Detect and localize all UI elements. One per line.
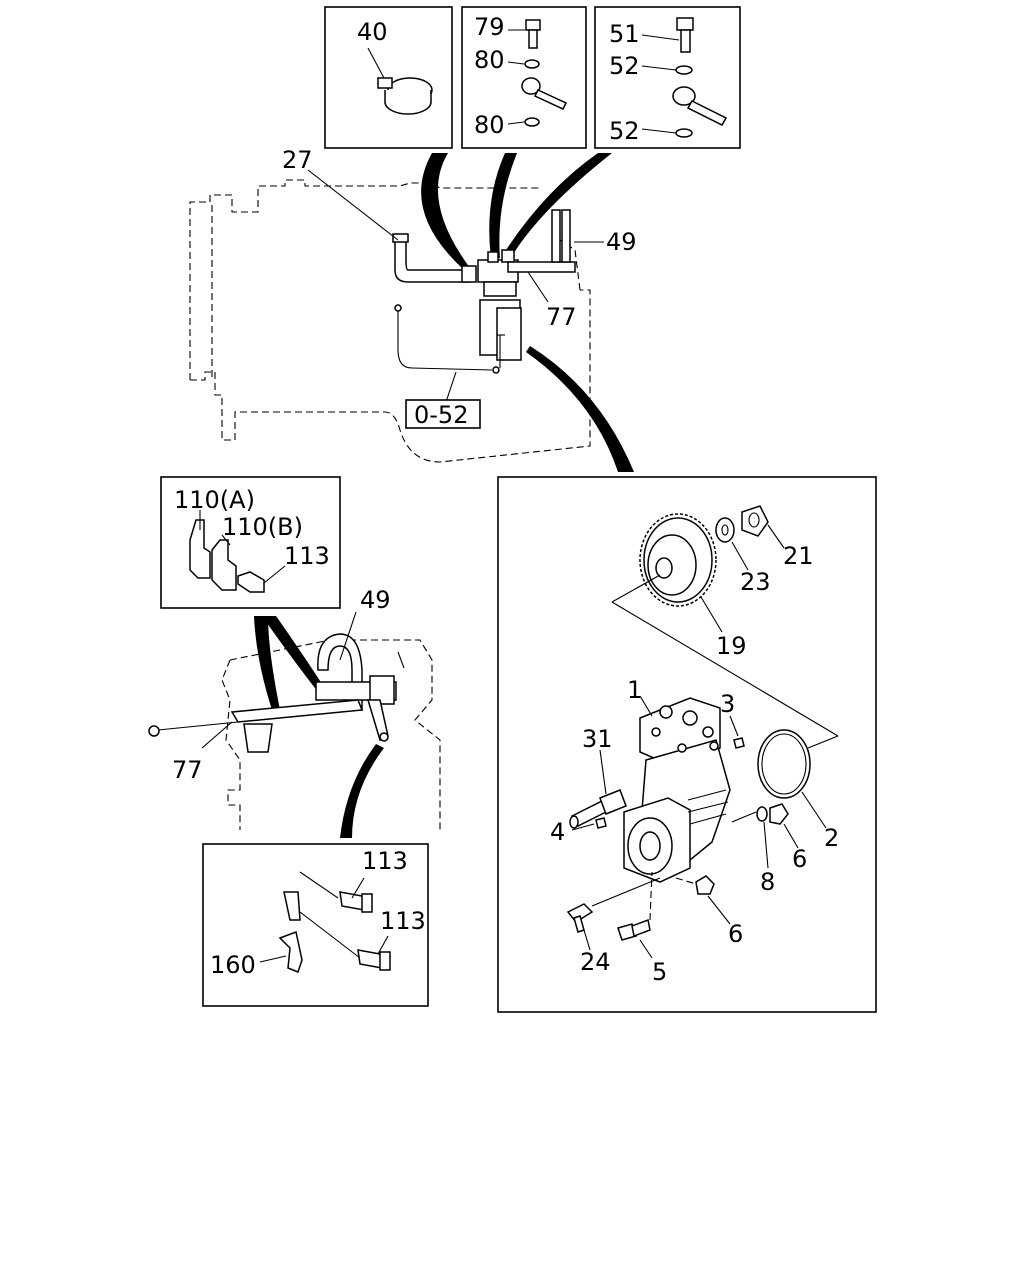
leader-wedge-160 (340, 744, 384, 838)
callout-5: 5 (652, 958, 667, 986)
callout-80-lower: 80 (474, 111, 505, 139)
leader-wedge-79 (489, 153, 517, 258)
engine-top-view (189, 179, 591, 463)
callout-1: 1 (627, 676, 642, 704)
callout-77-mid: 77 (172, 756, 203, 784)
leader-wedge-110 (254, 616, 280, 710)
callout-49-top: 49 (606, 228, 637, 256)
detail-box-51-52: 51 52 52 (594, 6, 741, 149)
engine-side-view (148, 633, 441, 830)
callout-2: 2 (824, 824, 839, 852)
callout-80-upper: 80 (474, 46, 505, 74)
detail-box-compressor: 21 23 19 1 3 31 2 4 6 8 6 24 5 (497, 476, 877, 1013)
callout-19: 19 (716, 632, 747, 660)
callout-52-upper: 52 (609, 52, 640, 80)
callout-113-lower: 113 (380, 907, 426, 935)
reference-0-52: 0-52 (414, 401, 468, 429)
callout-77-top: 77 (546, 303, 577, 331)
callout-24: 24 (580, 948, 611, 976)
callout-4: 4 (550, 818, 565, 846)
callout-23: 23 (740, 568, 771, 596)
detail-box-40: 40 (324, 6, 453, 149)
callout-113-box: 113 (284, 542, 330, 570)
callout-3: 3 (720, 690, 735, 718)
detail-box-79-80: 79 80 80 (461, 6, 587, 149)
callout-21: 21 (783, 542, 814, 570)
callout-110A: 110(A) (174, 486, 255, 514)
callout-113-upper: 113 (362, 847, 408, 875)
callout-6-right: 6 (792, 845, 807, 873)
callout-79: 79 (474, 13, 505, 41)
callout-27: 27 (282, 146, 313, 174)
reference-box-0-52 (405, 399, 481, 429)
callout-52-lower: 52 (609, 117, 640, 145)
callout-8: 8 (760, 868, 775, 896)
compressor-assembly-top (392, 209, 576, 374)
leader-wedge-51 (504, 153, 612, 256)
leader-wedge-40 (421, 153, 470, 268)
callout-49-mid: 49 (360, 586, 391, 614)
leader-wedge-110b (262, 616, 326, 692)
leader-wedge-compressor (526, 346, 634, 472)
callout-31: 31 (582, 725, 613, 753)
callout-51: 51 (609, 20, 640, 48)
callout-40: 40 (357, 18, 388, 46)
callout-6-lower: 6 (728, 920, 743, 948)
detail-box-110-113: 110(A) 110(B) 113 (160, 476, 341, 609)
callout-110B: 110(B) (222, 513, 303, 541)
detail-box-113-160: 113 113 160 (202, 843, 429, 1007)
callout-160: 160 (210, 951, 256, 979)
